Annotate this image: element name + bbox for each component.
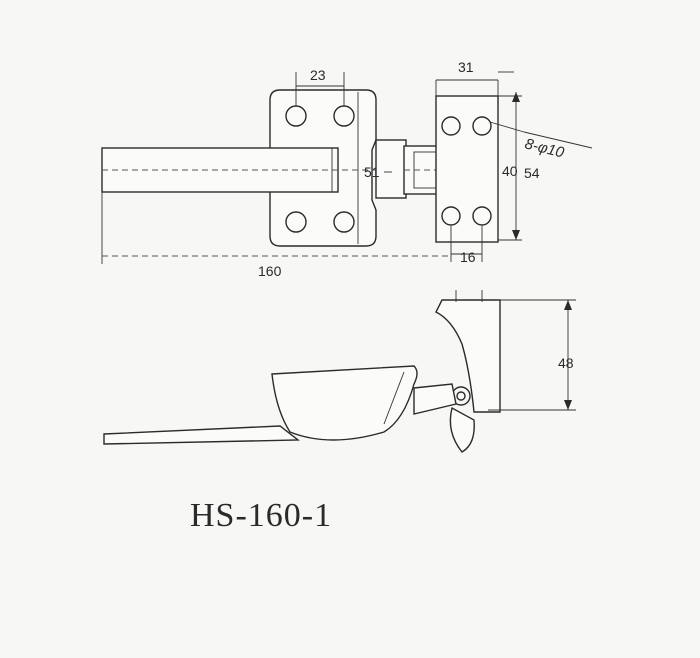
dim-label-23: 23 [310, 67, 326, 83]
dim-48: 48 [488, 299, 576, 411]
dim-label-40: 40 [502, 163, 518, 179]
hole-8 [472, 206, 492, 226]
dim-label-51: 51 [364, 164, 380, 180]
dim-label-hole-note: 8-φ10 [523, 135, 566, 161]
latch-tongue [449, 406, 475, 453]
handle-inner-line [383, 371, 405, 425]
top-view: 23 31 8-φ10 51 40 54 [101, 59, 593, 279]
dim-holes-note: 8-φ10 [489, 121, 593, 162]
pivot-inner [456, 391, 466, 401]
lever-arm [103, 425, 300, 445]
hole-4 [333, 211, 355, 233]
model-number: HS-160-1 [190, 497, 332, 534]
right-bracket-holes [441, 116, 492, 226]
dim-160: 160 [101, 192, 451, 279]
hole-3 [285, 211, 307, 233]
handle-body [271, 365, 418, 441]
side-bracket [435, 299, 501, 413]
hinge-connector [375, 139, 407, 199]
dim-31: 31 [436, 59, 514, 81]
linkage-arm [413, 383, 457, 415]
dim-51: 51 [364, 164, 392, 180]
hole-5 [441, 116, 461, 136]
dim-label-160: 160 [258, 263, 282, 279]
dim-16: 16 [450, 226, 483, 265]
dim-23: 23 [295, 67, 345, 106]
dim-40-54: 40 54 [497, 92, 540, 241]
dim-label-54: 54 [524, 165, 540, 181]
dim-label-48: 48 [558, 355, 574, 371]
dim-label-16: 16 [460, 249, 476, 265]
hole-7 [441, 206, 461, 226]
right-bracket-plate [435, 95, 499, 243]
dim-label-31: 31 [458, 59, 474, 75]
side-view: 48 [103, 290, 576, 453]
hole-6 [472, 116, 492, 136]
